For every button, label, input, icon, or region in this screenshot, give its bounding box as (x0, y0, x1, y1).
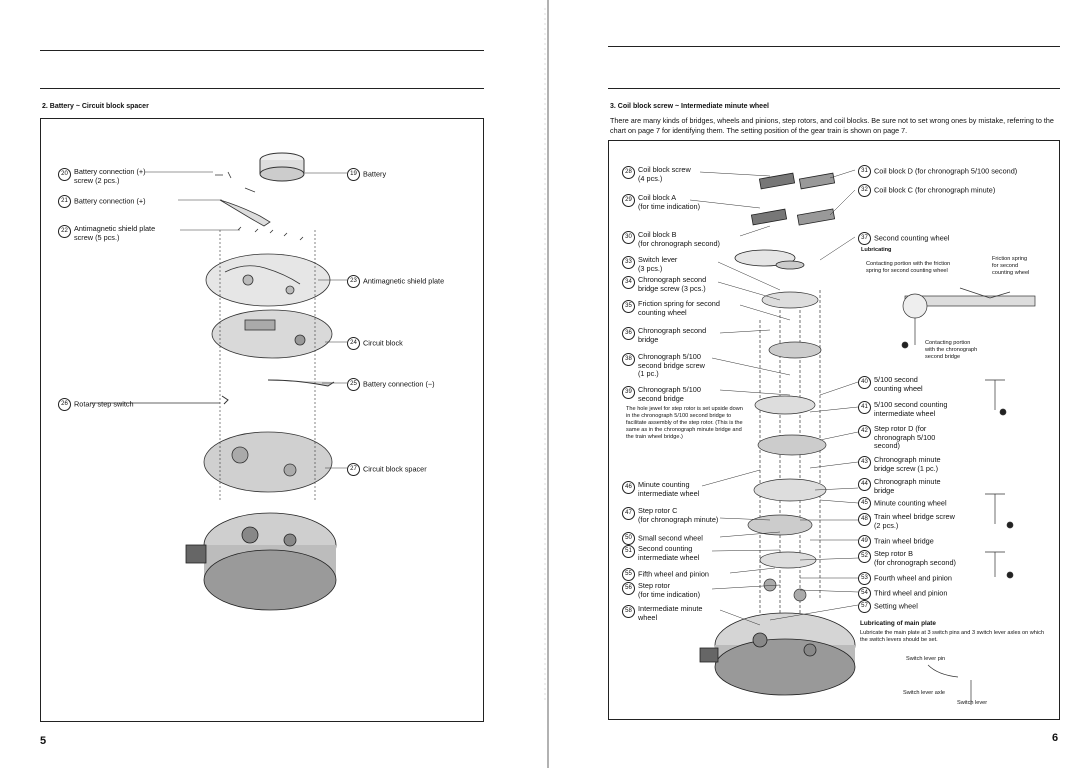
top-rule (608, 46, 1060, 47)
battery-drawing (259, 152, 305, 182)
right-figure-box (608, 140, 1060, 720)
left-section-heading: 2. Battery ~ Circuit block spacer (42, 103, 149, 110)
circuit-block-drawing (211, 309, 333, 359)
circuit-spacer-drawing (203, 431, 333, 493)
movement-drawing (185, 512, 337, 611)
lubricating-detail-drawing (901, 287, 1036, 349)
page-number-right: 6 (1052, 732, 1059, 744)
switch-lever-label: Switch lever (957, 700, 988, 706)
top-rule (40, 50, 484, 51)
main-plate-lubrication-title: Lubricating of main plate (860, 620, 936, 627)
right-section-heading: 3. Coil block screw ~ Intermediate minut… (610, 103, 769, 110)
lubricating-title: Lubricating (861, 247, 892, 253)
lubricating-contacting-note: Contacting portion with the friction spr… (866, 261, 951, 274)
switch-lever-pin-label: Switch lever pin (906, 656, 946, 662)
antimagnetic-plate-drawing (205, 253, 331, 307)
friction-spring-note: Friction spring for second counting whee… (992, 256, 1030, 276)
hole-jewel-note: The hole jewel for step rotor is set ups… (626, 406, 743, 440)
contacting-bridge-note: Contacting portion with the chronograph … (925, 340, 978, 360)
switch-lever-axle-label: Switch lever axle (903, 690, 945, 696)
left-figure-box (40, 118, 484, 722)
page-number-left: 5 (40, 735, 47, 747)
coil-blocks-drawing (734, 172, 836, 270)
main-plate-drawing (699, 612, 856, 696)
top-rule (608, 88, 1060, 89)
main-plate-lubrication-text: Lubricate the main plate at 3 switch pin… (860, 630, 1045, 643)
top-rule (40, 88, 484, 89)
intro-paragraph: There are many kinds of bridges, wheels … (610, 116, 1054, 135)
